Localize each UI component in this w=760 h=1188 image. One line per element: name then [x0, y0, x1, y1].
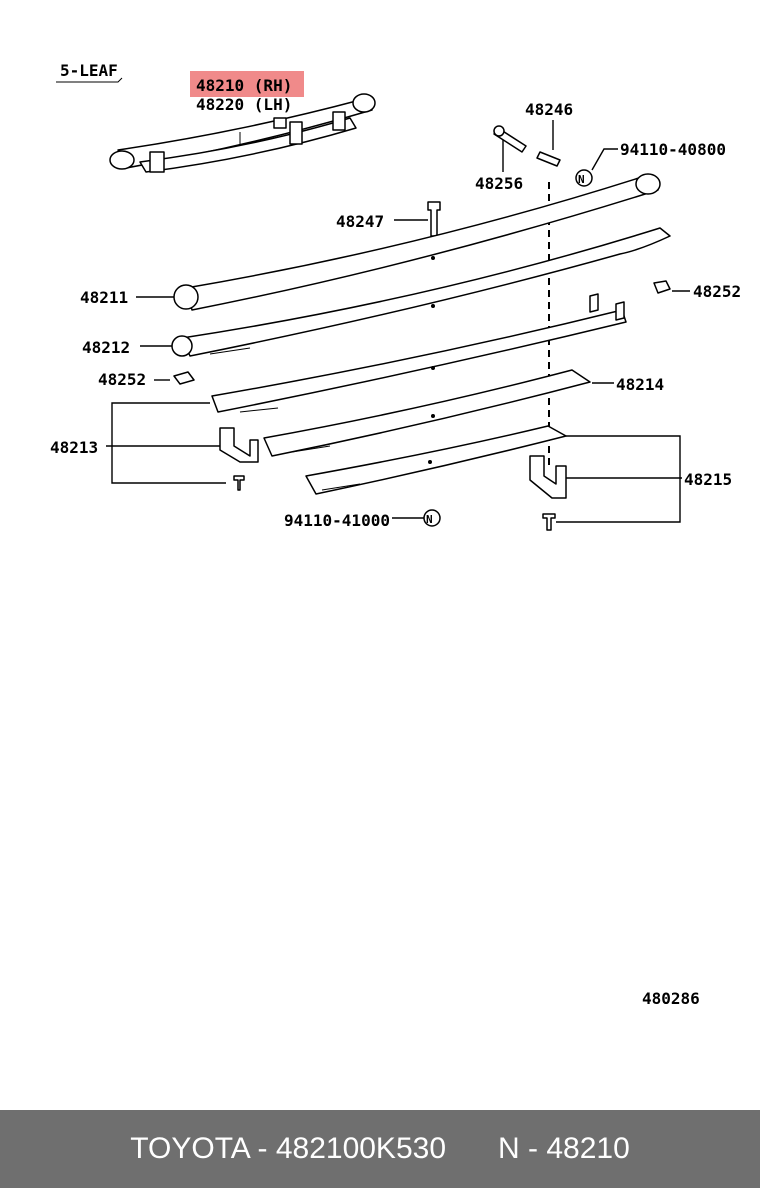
leaf-48214	[263, 369, 591, 457]
assembly-label-underline	[56, 77, 123, 83]
n-marker-bottom-text: N	[426, 513, 433, 526]
leaf-3	[211, 293, 627, 413]
label-48214[interactable]: 48214	[616, 375, 664, 394]
pin-48246	[536, 151, 561, 167]
label-48247[interactable]: 48247	[336, 212, 384, 231]
label-48211[interactable]: 48211	[80, 288, 128, 307]
clip-48215	[529, 455, 567, 499]
label-48212[interactable]: 48212	[82, 338, 130, 357]
label-94110-41000[interactable]: 94110-41000	[284, 511, 390, 530]
leader-48215-bracket	[556, 435, 681, 523]
center-bolt-48247	[427, 201, 441, 237]
label-48213[interactable]: 48213	[50, 438, 98, 457]
leader-48213-bracket	[111, 402, 226, 484]
rivet-48215	[542, 513, 556, 531]
spring-assembly-thumbnail	[109, 93, 376, 173]
figure-number: 480286	[642, 989, 700, 1008]
label-48215[interactable]: 48215	[684, 470, 732, 489]
leaf-spring-diagram: 5-LEAF 48210 (RH) 48220 (LH) 48246 48256…	[50, 61, 741, 1008]
clip-48252-right	[653, 280, 671, 294]
label-94110-40800[interactable]: 94110-40800	[620, 140, 726, 159]
n-marker-top	[575, 169, 593, 187]
label-48256[interactable]: 48256	[475, 174, 523, 193]
leaf-48212	[171, 227, 671, 357]
footer-ref: N - 48210	[498, 1132, 630, 1165]
highlight-part-label[interactable]: 48210 (RH)	[196, 76, 292, 95]
footer-part-info: TOYOTA - 482100K530	[130, 1132, 446, 1165]
n-marker-bottom	[423, 509, 441, 527]
n-marker-top-text: N	[578, 173, 585, 186]
clip-48213	[219, 427, 259, 463]
rivet-48213	[233, 475, 245, 491]
assembly-label: 5-LEAF	[60, 61, 118, 80]
alt-part-label[interactable]: 48220 (LH)	[196, 95, 292, 114]
label-48246[interactable]: 48246	[525, 100, 573, 119]
label-48252-right[interactable]: 48252	[693, 282, 741, 301]
part-info-footer: TOYOTA - 482100K530 N - 48210	[0, 1110, 760, 1188]
leaf-48211	[173, 173, 661, 311]
label-48252-left[interactable]: 48252	[98, 370, 146, 389]
leaf-5	[305, 425, 567, 495]
leader-94110-40800	[591, 148, 618, 171]
clip-48252-left	[173, 371, 195, 385]
highlight-box	[190, 71, 304, 97]
